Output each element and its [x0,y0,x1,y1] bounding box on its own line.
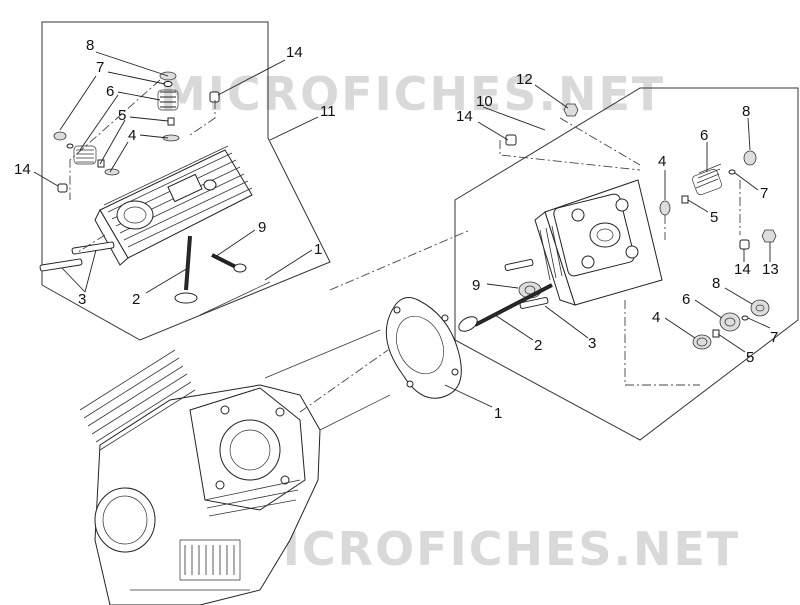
callout-8-right-upper: 8 [742,103,750,120]
left-group-frame [41,21,331,341]
callout-10-right: 10 [476,93,493,110]
callout-11-left: 11 [320,103,336,120]
right-cylinder-head [534,179,663,306]
callout-13-right: 13 [762,261,779,278]
callout-6-left: 6 [106,83,114,100]
callout-9-left: 9 [258,219,266,236]
callout-2-left: 2 [132,291,140,308]
right-valve [458,283,553,332]
callout-14-right-top: 14 [456,108,473,125]
callout-6-right-lower: 6 [682,291,690,308]
leader-lines [33,51,771,408]
callouts-right: 12 10 14 4 6 8 7 5 14 13 9 8 6 4 7 5 2 3… [456,71,779,422]
callout-7-right-upper: 7 [760,185,768,202]
left-stud [199,281,271,316]
cylinder-studs [264,329,391,431]
right-nut-top [563,103,579,117]
callout-4-right-lower: 4 [652,309,660,326]
right-cylinder-head-group [454,87,799,441]
left-cylinder-head [94,145,253,266]
callout-14-left-top: 14 [286,44,303,61]
callout-5-right-upper: 5 [710,209,718,226]
engine-block [79,349,321,605]
callout-9-right: 9 [472,277,480,294]
right-valve-springs-lower [692,299,770,350]
callout-4-left: 4 [128,127,136,144]
left-bushing-top [209,91,220,103]
callout-7-right-lower: 7 [770,329,778,346]
left-cylinder-head-group [39,21,331,341]
right-bushing-top [505,134,517,146]
watermark-top: MICROFICHES.NET [160,67,665,121]
callout-14-left-side: 14 [14,161,31,178]
callout-14-right-lower: 14 [734,261,751,278]
callout-1-left: 1 [314,241,322,258]
left-bushing-side [57,183,68,193]
left-valve [174,235,198,304]
right-valve-guide [504,259,549,309]
callout-4-right-upper: 4 [658,153,666,170]
callout-12-right: 12 [516,71,533,88]
callouts-left: 8 7 6 5 4 14 11 14 9 1 2 3 [14,37,336,308]
right-bushing-side [739,239,750,250]
head-gasket [385,297,462,399]
alignment-line-main [329,229,471,291]
callout-7-left: 7 [96,59,104,76]
callout-6-right-upper: 6 [700,127,708,144]
right-valve-springs-upper [659,150,757,216]
callout-1-gasket: 1 [494,405,502,422]
left-dowel-pins [39,241,115,272]
watermark-bottom: MICROFICHES.NET [235,522,740,576]
callout-2-right: 2 [534,337,542,354]
callout-8-right-lower: 8 [712,275,720,292]
callout-3-left: 3 [78,291,86,308]
callout-5-right-lower: 5 [746,349,754,366]
left-valve-guide [211,253,247,273]
right-nut-side [761,229,777,243]
callout-3-right: 3 [588,335,596,352]
callout-5-left: 5 [118,107,126,124]
callout-8-left: 8 [86,37,94,54]
